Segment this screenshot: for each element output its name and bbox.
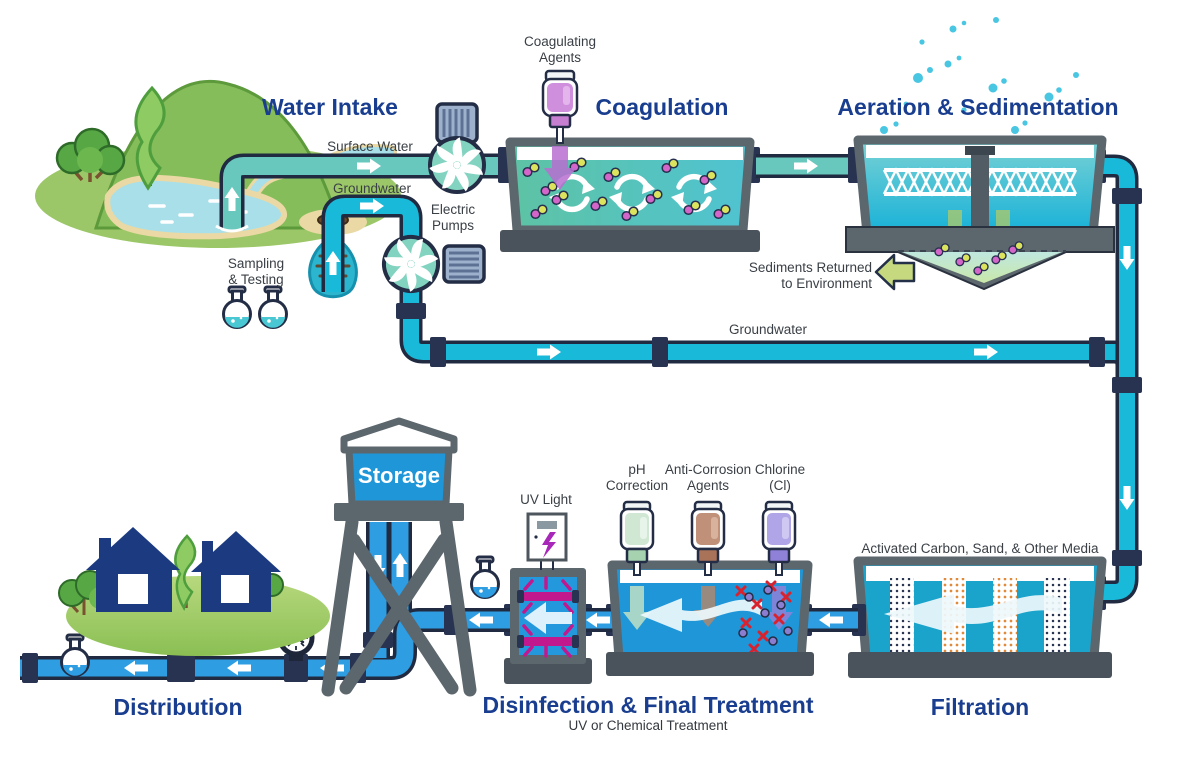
label-groundwater-intake: Groundwater bbox=[332, 181, 412, 196]
coag-to-aeration-pipe bbox=[756, 147, 862, 183]
title-coagulation: Coagulation bbox=[595, 94, 729, 120]
tank-base bbox=[500, 230, 760, 252]
tank-base bbox=[606, 652, 814, 676]
pipe-fitting bbox=[1089, 337, 1105, 367]
title-filtration: Filtration bbox=[930, 694, 1030, 720]
flow-swoosh-arrow-icon bbox=[640, 598, 762, 632]
final-treatment-stage bbox=[606, 500, 814, 676]
tank-base bbox=[848, 652, 1112, 678]
tower-platform bbox=[334, 503, 464, 521]
pump-fan-icon bbox=[373, 225, 449, 301]
surface-water-pipe bbox=[215, 153, 502, 233]
label-chlorine: Chlorine (Cl) bbox=[754, 462, 806, 493]
sediments-return-arrow-icon bbox=[874, 253, 916, 291]
uv-lamp-icon bbox=[521, 637, 575, 646]
uv-rays bbox=[522, 576, 574, 658]
distribution-neighborhood bbox=[58, 527, 330, 656]
anti-corrosion-bottle bbox=[690, 500, 726, 576]
pipe-fitting bbox=[1112, 550, 1142, 566]
dosing-arrow-icon bbox=[544, 146, 576, 190]
uv-lamp-icon bbox=[521, 592, 575, 601]
label-sampling-testing: Sampling & Testing bbox=[227, 256, 285, 287]
flow-arrow-icon bbox=[524, 602, 572, 634]
storage-tank-label: Storage bbox=[358, 463, 440, 488]
testing-flask-icon bbox=[470, 555, 500, 599]
pipe-fitting bbox=[1112, 188, 1142, 204]
label-coagulating-agents: Coagulating Agents bbox=[523, 34, 597, 65]
pump-fan-icon bbox=[426, 134, 487, 194]
label-ph-correction: pH Correction bbox=[605, 462, 669, 493]
dosing-arrow-icon bbox=[623, 586, 651, 630]
electric-pump-1 bbox=[426, 102, 487, 194]
label-sediments-returned: Sediments Returned to Environment bbox=[748, 260, 872, 291]
title-distribution: Distribution bbox=[113, 694, 243, 720]
tower-legs bbox=[321, 515, 477, 697]
tank-roof bbox=[340, 417, 458, 454]
title-aeration-sedimentation: Aeration & Sedimentation bbox=[837, 94, 1119, 120]
filtration-stage bbox=[848, 556, 1112, 678]
title-water-intake: Water Intake bbox=[262, 94, 398, 120]
lightning-icon bbox=[542, 532, 556, 558]
label-uv-light: UV Light bbox=[520, 492, 572, 507]
flow-swoosh-arrow-icon bbox=[884, 594, 1062, 634]
bubbles bbox=[880, 17, 1079, 145]
ph-correction-bottle bbox=[619, 500, 655, 576]
subtitle-disinfection: UV or Chemical Treatment bbox=[568, 718, 728, 733]
title-disinfection: Disinfection & Final Treatment bbox=[482, 692, 814, 718]
uv-disinfection-chamber bbox=[470, 512, 592, 684]
house-icon bbox=[86, 527, 180, 612]
tree-icon bbox=[174, 534, 197, 611]
distribution-flask-icon bbox=[60, 633, 90, 677]
chlorine-bottle bbox=[761, 500, 797, 576]
coagulating-agents-bottle bbox=[541, 69, 579, 144]
chlorine-particles bbox=[735, 580, 792, 655]
sampling-flask-icon bbox=[222, 285, 252, 329]
bush-icon bbox=[55, 127, 126, 182]
tree-icon bbox=[134, 85, 166, 191]
pipe-fitting bbox=[1112, 377, 1142, 393]
house-icon bbox=[191, 531, 281, 612]
tank-base bbox=[504, 658, 592, 684]
label-electric-pumps: Electric Pumps bbox=[430, 202, 476, 233]
aerator-shaft bbox=[971, 150, 989, 242]
aeration-stage bbox=[845, 17, 1115, 291]
pipe-fitting bbox=[430, 337, 446, 367]
storage-tower bbox=[321, 417, 477, 697]
microbe-particles bbox=[738, 585, 793, 646]
label-groundwater-pipe: Groundwater bbox=[728, 322, 808, 337]
pipe-fitting bbox=[396, 303, 426, 319]
label-surface-water: Surface Water bbox=[327, 139, 413, 154]
label-filter-media: Activated Carbon, Sand, & Other Media bbox=[861, 541, 1099, 556]
pipe-fitting bbox=[652, 337, 668, 367]
sampling-flask-icon bbox=[258, 285, 288, 329]
label-anti-corrosion: Anti-Corrosion Agents bbox=[664, 462, 752, 493]
electric-pump-2 bbox=[373, 225, 486, 301]
coagulation-stage bbox=[498, 69, 760, 252]
uv-light-box bbox=[526, 512, 568, 562]
